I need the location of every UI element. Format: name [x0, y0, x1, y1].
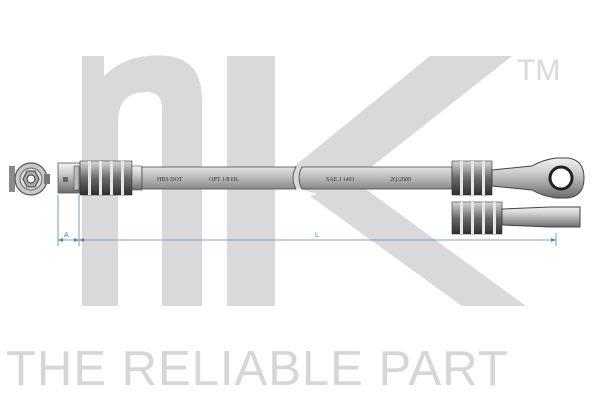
hose-body-right — [298, 166, 453, 190]
left-end-view — [9, 162, 50, 196]
logo-trademark: TM — [517, 54, 560, 87]
hose-print-1: HBS DOT — [157, 177, 183, 183]
left-fitting — [57, 160, 143, 196]
nk-logo — [82, 55, 526, 306]
dimension-label-l: L — [315, 232, 319, 239]
hose-body-left — [141, 166, 297, 190]
hose-print-3: SAE J 1401 — [326, 177, 355, 183]
logo-letter-k-lower-leg — [310, 182, 526, 306]
right-fitting-side-view — [451, 201, 581, 235]
dimension-label-a: A — [64, 232, 69, 239]
hose-print-2: OPT 1/8 HL — [209, 177, 239, 183]
banjo-eye-hole — [548, 165, 574, 191]
logo-tagline: THE RELIABLE PART — [6, 342, 509, 396]
right-fitting — [451, 157, 585, 199]
logo-letter-n — [82, 55, 202, 306]
hose-print-4: 2Q/2009 — [390, 177, 411, 183]
logo-letter-k-upper-arm — [275, 56, 512, 198]
dimension-lines — [57, 195, 557, 246]
